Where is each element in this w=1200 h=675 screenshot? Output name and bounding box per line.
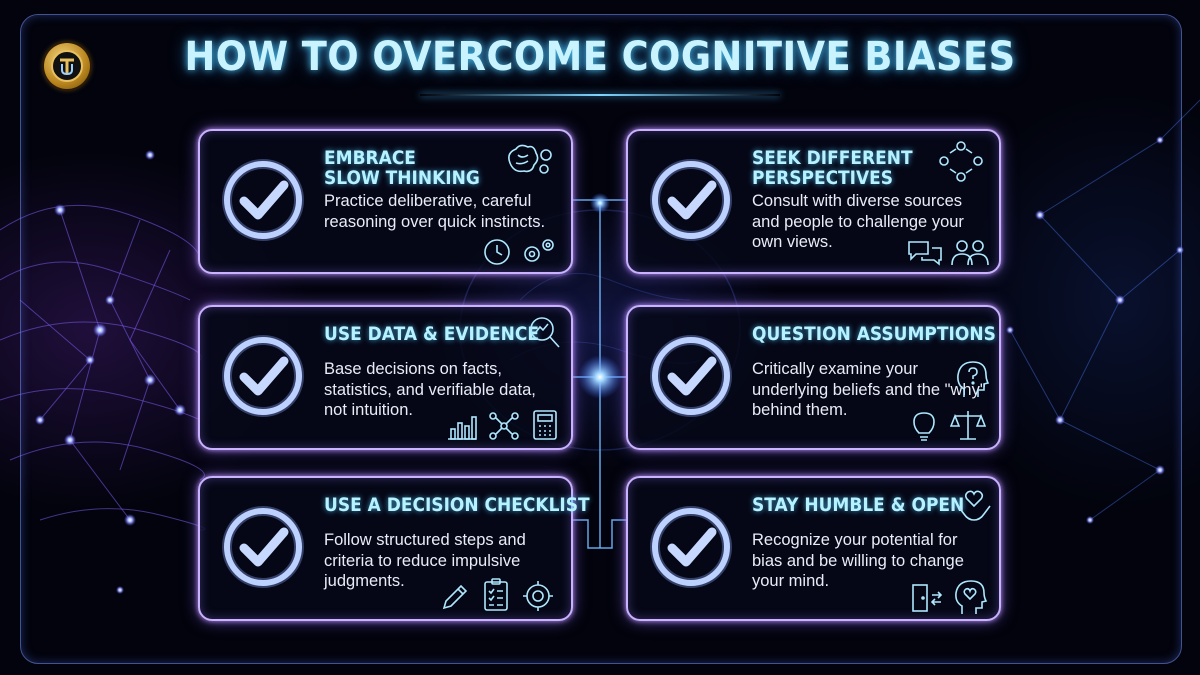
magnifier-chart-icon bbox=[528, 315, 562, 351]
card-title: USE DATA & EVIDENCE bbox=[324, 324, 540, 345]
checkmark-icon bbox=[222, 159, 304, 241]
checkmark-icon bbox=[650, 335, 732, 417]
card-description: Follow structured steps and criteria to … bbox=[324, 531, 526, 590]
pencil-icon bbox=[440, 582, 470, 612]
network-nodes-icon bbox=[488, 411, 520, 441]
target-gear-icon bbox=[522, 580, 554, 612]
gears-icon bbox=[520, 235, 558, 267]
scales-icon bbox=[950, 407, 986, 443]
calculator-icon bbox=[532, 409, 558, 441]
chat-bubbles-icon bbox=[906, 237, 944, 267]
card-seek-different-perspectives: SEEK DIFFERENT PERSPECTIVES Consult with… bbox=[626, 129, 1001, 274]
card-description: Consult with diverse sources and people … bbox=[752, 192, 964, 251]
checkmark-icon bbox=[222, 506, 304, 588]
card-title: SEEK DIFFERENT PERSPECTIVES bbox=[752, 148, 913, 189]
lightbulb-icon bbox=[910, 409, 938, 443]
brand-logo-icon bbox=[44, 43, 90, 89]
heart-hands-icon bbox=[956, 488, 992, 524]
outer-frame bbox=[20, 14, 1182, 664]
card-title: STAY HUMBLE & OPEN bbox=[752, 495, 965, 516]
clock-icon bbox=[482, 237, 512, 267]
card-use-data-evidence: USE DATA & EVIDENCE Base decisions on fa… bbox=[198, 305, 573, 450]
card-title: EMBRACE SLOW THINKING bbox=[324, 148, 480, 189]
title-underline bbox=[420, 94, 780, 96]
group-icon bbox=[950, 237, 990, 267]
card-description: Base decisions on facts, statistics, and… bbox=[324, 360, 536, 419]
people-network-icon bbox=[936, 139, 986, 189]
open-door-icon bbox=[910, 582, 944, 614]
card-use-decision-checklist: USE A DECISION CHECKLIST Follow structur… bbox=[198, 476, 590, 621]
checkmark-icon bbox=[650, 506, 732, 588]
card-title: QUESTION ASSUMPTIONS bbox=[752, 324, 996, 345]
head-question-icon bbox=[954, 359, 990, 399]
head-heart-icon bbox=[952, 578, 988, 616]
checkmark-icon bbox=[222, 335, 304, 417]
checkmark-icon bbox=[650, 159, 732, 241]
page-title: HOW TO OVERCOME COGNITIVE BIASES bbox=[184, 34, 1016, 80]
card-description: Recognize your potential for bias and be… bbox=[752, 531, 964, 590]
card-stay-humble-open: STAY HUMBLE & OPEN Recognize your potent… bbox=[626, 476, 1001, 621]
card-title: USE A DECISION CHECKLIST bbox=[324, 495, 590, 516]
card-question-assumptions: QUESTION ASSUMPTIONS Critically examine … bbox=[626, 305, 1001, 450]
checklist-icon bbox=[482, 578, 510, 612]
bar-chart-icon bbox=[446, 411, 478, 441]
card-embrace-slow-thinking: EMBRACE SLOW THINKING Practice deliberat… bbox=[198, 129, 573, 274]
card-description: Critically examine your underlying belie… bbox=[752, 360, 986, 419]
card-description: Practice deliberative, careful reasoning… bbox=[324, 192, 546, 231]
brain-gear-icon bbox=[504, 141, 556, 183]
